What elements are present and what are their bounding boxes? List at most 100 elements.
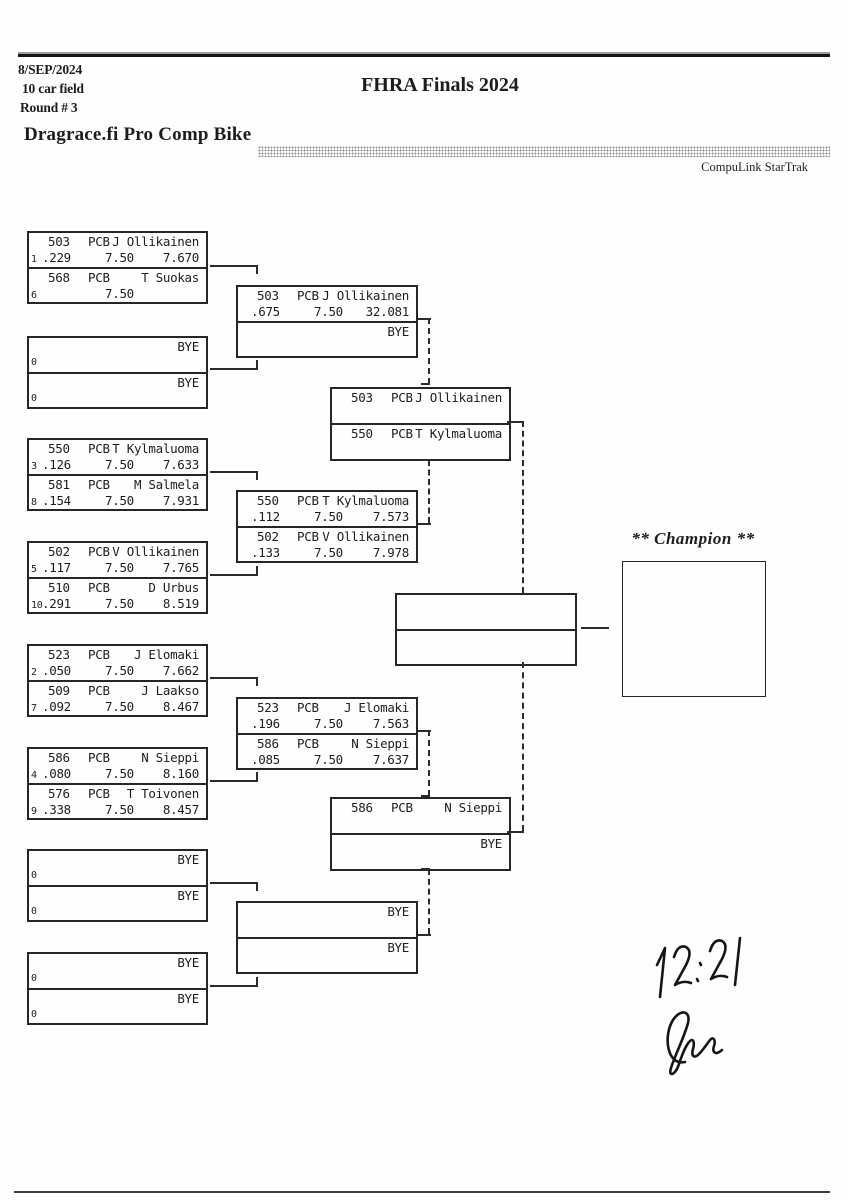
reaction-time: .196 [251, 716, 280, 731]
seed-number: 0 [31, 870, 37, 881]
driver-name: BYE [177, 990, 199, 1006]
driver-name: BYE [387, 323, 409, 339]
reaction-time: .154 [42, 492, 71, 508]
field-size-label: 10 car field [22, 81, 84, 96]
event-title: FHRA Finals 2024 [361, 74, 519, 96]
dial-in: 7.50 [314, 544, 343, 560]
car-number: 550 [351, 426, 373, 441]
top-rule [18, 54, 830, 57]
connector-line [210, 677, 258, 679]
reaction-time: .117 [42, 560, 71, 575]
dial-in: 7.50 [314, 751, 343, 767]
car-number: 502 [48, 544, 70, 559]
elapsed-time: 7.637 [372, 751, 409, 767]
seed-number: 1 [31, 254, 37, 265]
connector-line [256, 977, 258, 986]
reaction-time: .229 [42, 250, 71, 265]
connector-line [210, 368, 258, 370]
seed-number: 0 [31, 392, 37, 404]
connector-dashed-line [428, 869, 430, 934]
reaction-time: .085 [251, 751, 280, 767]
reaction-time: .080 [42, 766, 71, 781]
elapsed-time: 8.160 [162, 766, 199, 781]
driver-name: J Laakso [141, 682, 199, 698]
connector-line [421, 459, 430, 461]
connector-line [421, 868, 430, 870]
reaction-time: .338 [42, 801, 71, 817]
entry-top: BYE 0 [29, 851, 206, 885]
connector-line [418, 934, 431, 936]
driver-name: T Kylmaluoma [112, 441, 199, 456]
entry-bottom: BYE 0 [29, 371, 206, 408]
car-number: 568 [48, 269, 70, 285]
elapsed-time: 8.519 [162, 595, 199, 611]
reaction-time: .112 [251, 509, 280, 524]
driver-name: T Suokas [141, 269, 199, 285]
champion-box [622, 561, 766, 697]
connector-line [256, 566, 258, 575]
connector-line [507, 831, 524, 833]
driver-name: N Sieppi [351, 735, 409, 751]
car-number: 550 [48, 441, 70, 456]
dial-in: 7.50 [105, 250, 134, 265]
connector-dashed-line [428, 730, 430, 796]
entry-bottom: 586 PCB N Sieppi .085 7.50 7.637 [238, 732, 416, 769]
driver-name: BYE [177, 887, 199, 903]
seed-number: 0 [31, 905, 37, 917]
final-match [395, 593, 577, 666]
dial-in: 7.50 [105, 766, 134, 781]
class-code: PCB [297, 735, 319, 751]
connector-line [256, 471, 258, 480]
entry-bottom: BYE 0 [29, 987, 206, 1024]
round2-match-4: BYE BYE [236, 901, 418, 974]
class-code: PCB [88, 682, 110, 698]
elapsed-time: 7.765 [162, 560, 199, 575]
car-number: 503 [257, 288, 279, 303]
driver-name: BYE [480, 836, 502, 851]
class-code: PCB [391, 426, 413, 441]
reaction-time: .126 [42, 457, 71, 472]
seed-number: 0 [31, 973, 37, 984]
driver-name: J Elomaki [343, 700, 409, 715]
seed-number: 7 [31, 702, 37, 714]
connector-line [210, 265, 258, 267]
connector-line [210, 574, 258, 576]
elapsed-time: 7.978 [372, 544, 409, 560]
driver-name: V Ollikainen [112, 544, 199, 559]
driver-name: BYE [177, 374, 199, 390]
round1-match-8: BYE 0 BYE 0 [27, 952, 208, 1025]
seed-number: 5 [31, 564, 37, 575]
dial-in: 7.50 [314, 304, 343, 319]
dial-in: 7.50 [105, 801, 134, 817]
class-code: PCB [297, 700, 319, 715]
car-number: 586 [257, 735, 279, 751]
car-number: 503 [351, 390, 373, 405]
elapsed-time: 7.931 [162, 492, 199, 508]
connector-line [210, 780, 258, 782]
driver-name: BYE [387, 904, 409, 919]
connector-line [256, 677, 258, 686]
elapsed-time: 7.573 [372, 509, 409, 524]
dial-in: 7.50 [105, 492, 134, 508]
class-code: PCB [88, 441, 110, 456]
class-code: PCB [391, 800, 413, 815]
connector-line [581, 627, 609, 629]
connector-line [256, 882, 258, 891]
car-number: 586 [351, 800, 373, 815]
car-number: 503 [48, 234, 70, 249]
